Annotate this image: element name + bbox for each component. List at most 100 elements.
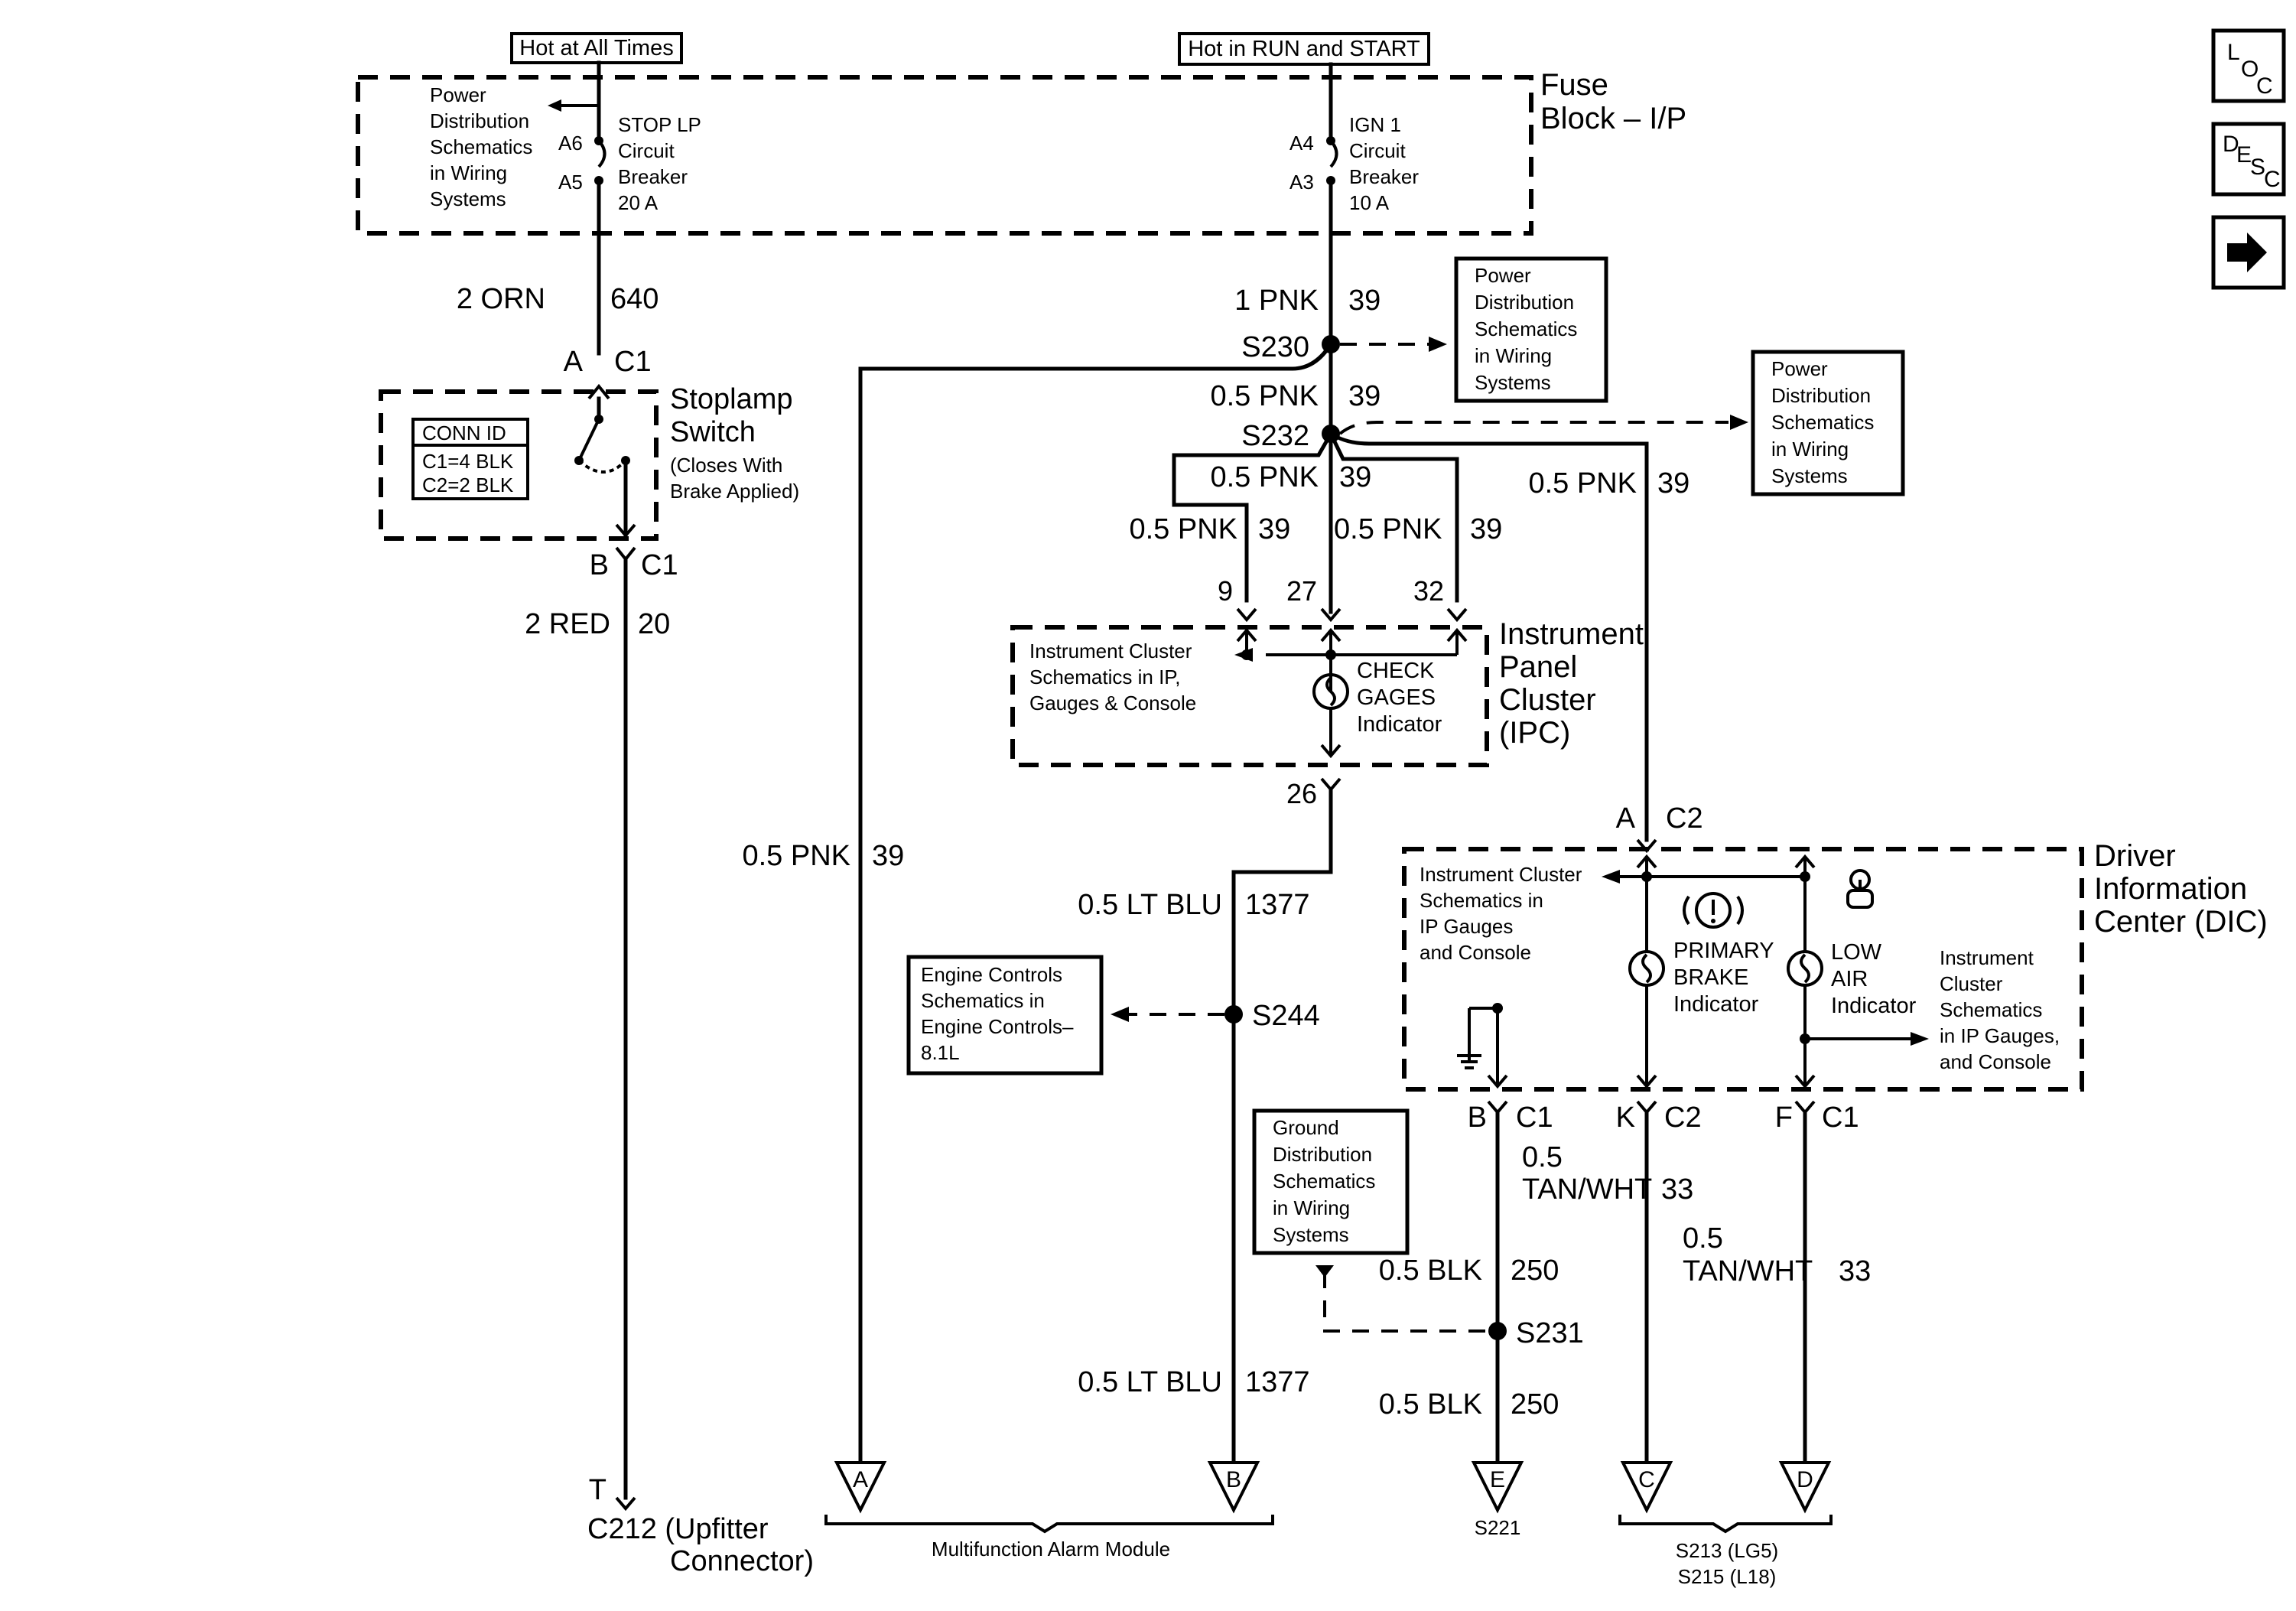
wire-33-color-right: TAN/WHT: [1683, 1255, 1813, 1287]
s232-ref-leader: [1338, 421, 1729, 435]
svg-text:Systems: Systems: [430, 187, 506, 210]
ground-distribution-ref-box: Ground Distribution Schematics in Wiring…: [1252, 1108, 1410, 1255]
desc-button[interactable]: D E S C: [2211, 122, 2286, 197]
stoplamp-c1-bottom: C1: [641, 549, 678, 581]
s230-ref-arrowhead: [1429, 337, 1447, 352]
wire-39-color-1pnk: 1 PNK: [1234, 285, 1319, 317]
wire-640-color: 2 ORN: [457, 283, 545, 315]
dic-schematics-ref-left: Instrument Cluster Schematics in IP Gaug…: [1420, 863, 1582, 964]
wire-39-circuit-top: 39: [1348, 285, 1381, 317]
svg-text:Breaker: Breaker: [618, 165, 688, 188]
svg-text:Schematics: Schematics: [1273, 1170, 1375, 1193]
wire-39-circuit-s230-s232: 39: [1348, 380, 1381, 412]
dic-outline: [1402, 847, 2084, 1092]
loc-button[interactable]: L O C: [2211, 28, 2286, 103]
arrow-right-icon: [2227, 233, 2267, 272]
wire-39-color-s230-s232: 0.5 PNK: [1210, 380, 1319, 412]
wire-1377-color-bottom: 0.5 LT BLU: [1078, 1366, 1222, 1398]
wire-250-circuit-top: 250: [1511, 1255, 1559, 1287]
s232-ref-arrowhead: [1730, 415, 1748, 430]
hot-in-run-start-box: Hot in RUN and START: [1178, 32, 1430, 66]
svg-text:IGN 1: IGN 1: [1349, 113, 1401, 136]
wire-20-circuit: 20: [638, 608, 670, 640]
s232-power-ref-box: Power Distribution Schematics in Wiring …: [1751, 350, 1905, 496]
fuse-block-title-2: Block – I/P: [1540, 102, 1686, 135]
svg-text:D: D: [2223, 132, 2239, 157]
splice-s244: S244: [1252, 1000, 1320, 1032]
alarm-module-brace: [824, 1515, 1274, 1534]
svg-text:BRAKE: BRAKE: [1673, 965, 1748, 990]
wire-250-color-bottom: 0.5 BLK: [1379, 1388, 1482, 1421]
svg-text:Instrument Cluster: Instrument Cluster: [1420, 863, 1582, 886]
svg-text:Distribution: Distribution: [1273, 1143, 1372, 1166]
svg-text:C2=2 BLK: C2=2 BLK: [422, 474, 514, 496]
svg-text:Center (DIC): Center (DIC): [2094, 905, 2268, 939]
svg-text:O: O: [2241, 57, 2259, 82]
svg-text:and Console: and Console: [1940, 1050, 2051, 1073]
wire-39-color-a: 0.5 PNK: [1210, 461, 1319, 493]
svg-text:S: S: [2250, 155, 2265, 180]
wire-33-circuit-left: 33: [1661, 1173, 1693, 1206]
svg-text:Instrument: Instrument: [1940, 946, 2034, 969]
offpage-connector-d: D: [1778, 1461, 1832, 1514]
next-page-button[interactable]: [2211, 215, 2286, 290]
svg-text:A: A: [853, 1467, 868, 1492]
svg-text:in Wiring: in Wiring: [430, 161, 507, 184]
dic-ref-right-arrowhead: [1911, 1032, 1929, 1046]
svg-text:Schematics: Schematics: [1940, 998, 2042, 1021]
splice-s230: S230: [1241, 331, 1309, 363]
svg-text:Brake Applied): Brake Applied): [670, 480, 799, 503]
svg-text:Indicator: Indicator: [1673, 992, 1759, 1017]
wire-39-circuit-b: 39: [1258, 513, 1290, 545]
s244-ref-arrowhead: [1111, 1007, 1129, 1022]
svg-text:Power: Power: [1771, 357, 1828, 380]
wire-1377-circuit-bottom: 1377: [1245, 1366, 1310, 1398]
svg-text:E: E: [1490, 1467, 1505, 1492]
ipc-pin-26: 26: [1286, 778, 1317, 809]
svg-text:Engine Controls: Engine Controls: [921, 963, 1062, 986]
wire-39-to-ipc-32: [1328, 431, 1459, 603]
splice-s232: S232: [1241, 420, 1309, 452]
stop-lp-circuit-breaker: A6 A5 STOP LP Circuit Breaker 20 A: [558, 113, 701, 214]
ground-ref-symbol: [1315, 1265, 1334, 1288]
ipc-pin-32: 32: [1413, 575, 1444, 607]
svg-text:Ground: Ground: [1273, 1116, 1339, 1139]
wire-250-circuit-bottom: 250: [1511, 1388, 1559, 1421]
svg-text:L: L: [2227, 40, 2240, 65]
svg-text:C: C: [2256, 73, 2273, 99]
svg-text:in Wiring: in Wiring: [1475, 344, 1552, 367]
svg-text:Switch: Switch: [670, 416, 756, 448]
wire-20-color: 2 RED: [525, 608, 610, 640]
conn-id-box: CONN ID C1=4 BLK C2=2 BLK: [411, 418, 529, 500]
svg-text:Cluster: Cluster: [1499, 683, 1596, 717]
offpage-connector-a: A: [834, 1461, 887, 1514]
wire-33-color-left: TAN/WHT: [1522, 1173, 1652, 1206]
engine-controls-ref-box: Engine Controls Schematics in Engine Con…: [906, 955, 1104, 1076]
svg-text:Distribution: Distribution: [430, 109, 529, 132]
svg-text:Gauges & Console: Gauges & Console: [1029, 692, 1196, 714]
wire-39-alarm-circuit: 39: [872, 840, 904, 872]
s215-label: S215 (L18): [1678, 1565, 1777, 1588]
ign-1-circuit-breaker: A4 A3 IGN 1 Circuit Breaker 10 A: [1289, 113, 1419, 214]
wire-1377: [1231, 787, 1333, 1465]
upfitter-connector-symbol: [615, 1496, 636, 1512]
ipc-ref-arrowhead: [1234, 648, 1253, 662]
svg-text:10 A: 10 A: [1349, 191, 1390, 214]
s230-power-ref-box: Power Distribution Schematics in Wiring …: [1454, 256, 1608, 403]
hot-at-all-times-box: Hot at All Times: [510, 32, 683, 64]
splice-s244-dot: [1224, 1005, 1243, 1024]
dic-schematics-ref-right: Instrument Cluster Schematics in IP Gaug…: [1940, 946, 2060, 1073]
upfitter-pin: T: [589, 1474, 607, 1506]
check-gages-indicator: CHECK GAGES Indicator: [1357, 659, 1442, 737]
wire-1377-circuit-top: 1377: [1245, 889, 1310, 921]
ipc-outline: [1010, 625, 1489, 767]
dic-pin-f: F: [1775, 1102, 1793, 1134]
wire-1377-color-top: 0.5 LT BLU: [1078, 889, 1222, 921]
primary-brake-warning-icon: [1683, 892, 1744, 929]
stoplamp-switch-label: Stoplamp Switch (Closes With Brake Appli…: [670, 383, 799, 503]
svg-text:A3: A3: [1289, 171, 1314, 194]
svg-text:IP Gauges: IP Gauges: [1420, 915, 1513, 938]
ipc-schematics-ref: Instrument Cluster Schematics in IP, Gau…: [1029, 640, 1196, 714]
svg-text:Engine Controls–: Engine Controls–: [921, 1015, 1074, 1038]
svg-text:Instrument: Instrument: [1499, 617, 1644, 651]
